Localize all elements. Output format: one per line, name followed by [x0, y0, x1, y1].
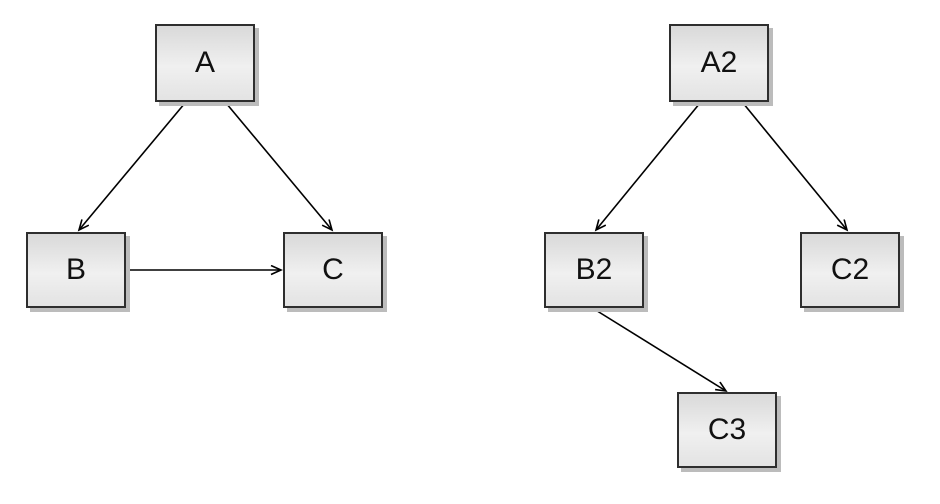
node-label-C3: C3	[707, 413, 747, 446]
node-label-C2: C2	[830, 253, 870, 286]
edge-A2-C2	[742, 102, 847, 230]
node-A2: A2	[669, 24, 769, 102]
node-label-B: B	[65, 253, 86, 286]
node-label-C: C	[322, 253, 344, 286]
node-label-A: A	[194, 46, 215, 79]
edge-A-C	[225, 102, 332, 230]
edge-A2-B2	[596, 102, 701, 230]
node-label-B2: B2	[575, 253, 613, 286]
node-label-A2: A2	[700, 46, 738, 79]
node-B2: B2	[544, 232, 644, 308]
edges-group	[79, 102, 847, 391]
edge-A-B	[79, 102, 186, 230]
node-A: A	[155, 24, 255, 102]
node-C2: C2	[800, 232, 900, 308]
node-C3: C3	[677, 392, 777, 468]
node-B: B	[26, 232, 126, 308]
edge-B2-C3	[593, 308, 726, 391]
node-C: C	[283, 232, 383, 308]
